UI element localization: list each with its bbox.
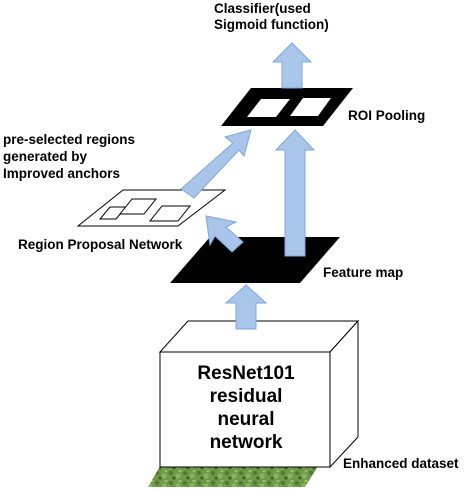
classifier-label-line1: Classifier(used bbox=[214, 1, 311, 16]
arrow-rpn-to-roi bbox=[180, 129, 252, 199]
resnet-box-front bbox=[159, 351, 331, 468]
resnet-label-line2: residual bbox=[209, 386, 283, 407]
regions-label-line3: Improved anchors bbox=[3, 166, 121, 181]
classifier-label-line2: Sigmoid function) bbox=[214, 17, 329, 32]
proposal-region-2 bbox=[118, 198, 158, 215]
arrow-feature-map-to-roi bbox=[274, 129, 316, 257]
roi-pooling-label: ROI Pooling bbox=[348, 108, 426, 123]
resnet-box-top bbox=[158, 320, 360, 353]
resnet-label-line4: network bbox=[209, 432, 283, 453]
roi-pool-cell-2 bbox=[290, 98, 331, 116]
proposal-region-3 bbox=[148, 205, 192, 222]
arrow-box-to-feature-map bbox=[224, 284, 268, 330]
resnet-label-line3: neural bbox=[217, 409, 275, 430]
dataset-label: Enhanced dataset bbox=[343, 456, 459, 471]
rpn-label: Region Proposal Network bbox=[18, 237, 183, 252]
feature-map-plane bbox=[170, 237, 340, 283]
resnet-label-line1: ResNet101 bbox=[197, 363, 295, 384]
regions-label-line2: generated by bbox=[3, 149, 88, 164]
arrow-roi-to-classifier bbox=[271, 42, 313, 89]
resnet-label: ResNet101 residual neural network bbox=[160, 362, 332, 454]
roi-pool-cell-1 bbox=[247, 99, 290, 117]
feature-map-label: Feature map bbox=[323, 265, 404, 280]
roi-pooling-plane bbox=[221, 88, 353, 126]
regions-label-line1: pre-selected regions bbox=[3, 132, 136, 147]
arrow-feature-map-to-rpn bbox=[205, 215, 244, 253]
